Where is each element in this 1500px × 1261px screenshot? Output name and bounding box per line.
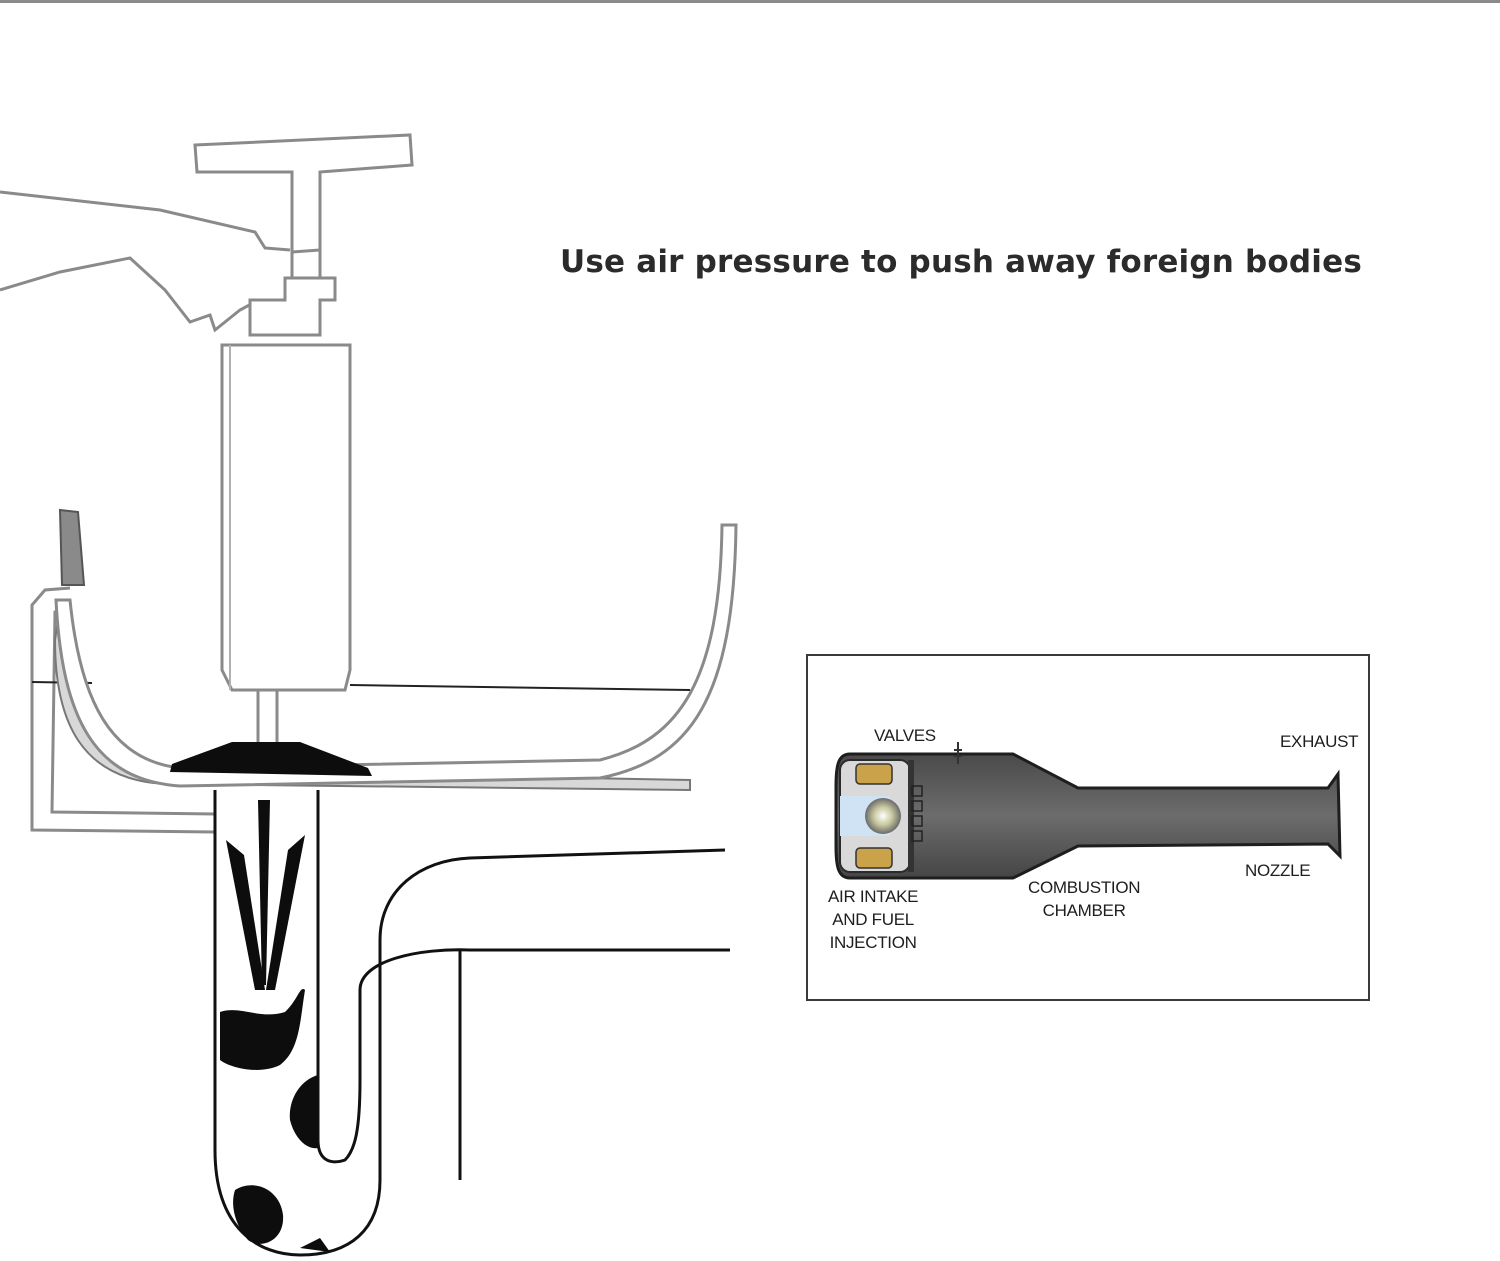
- plunger-head: [170, 742, 372, 776]
- top-border: [0, 0, 1500, 3]
- airflow-arrows: [226, 800, 305, 990]
- label-air-intake: AIR INTAKE AND FUEL INJECTION: [828, 885, 919, 954]
- pump-handle: [193, 133, 414, 254]
- label-combustion-line1: COMBUSTION: [1028, 878, 1141, 897]
- pump-stem: [256, 690, 279, 742]
- pump-collar: [248, 276, 337, 337]
- diagram-title: Use air pressure to push away foreign bo…: [560, 244, 1363, 280]
- label-nozzle: NOZZLE: [1245, 861, 1311, 880]
- label-combustion-line2: CHAMBER: [1042, 901, 1126, 920]
- label-exhaust: EXHAUST: [1280, 732, 1359, 751]
- label-intake-line2: AND FUEL: [832, 910, 914, 929]
- valve-top: [855, 763, 893, 785]
- spark-plug: [954, 742, 962, 764]
- hand-outline: [0, 190, 291, 333]
- label-combustion-chamber: COMBUSTION CHAMBER: [1028, 876, 1141, 922]
- water-line: [31, 681, 691, 691]
- pulse-engine-diagram: VALVES EXHAUST NOZZLE COMBUSTION CHAMBER…: [806, 654, 1370, 1001]
- faucet: [58, 508, 86, 586]
- engine-cutaway: [834, 742, 1342, 880]
- debris-blobs: [220, 989, 330, 1252]
- pump-rod: [290, 250, 322, 280]
- label-valves: VALVES: [874, 726, 936, 745]
- combustion-chamber: [834, 752, 1342, 880]
- pump-cylinder: [220, 343, 352, 692]
- valve-bottom: [855, 847, 893, 869]
- sink-outer: [30, 586, 216, 834]
- label-intake-line1: AIR INTAKE: [828, 887, 919, 906]
- label-intake-line3: INJECTION: [829, 933, 917, 952]
